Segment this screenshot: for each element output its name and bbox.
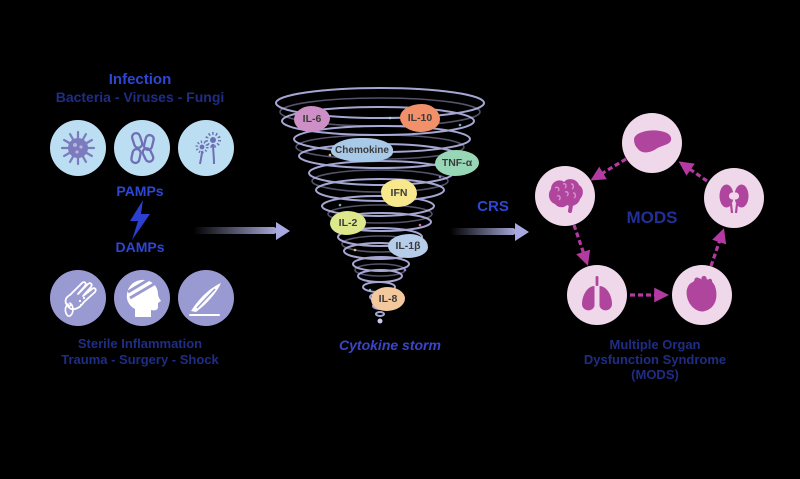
crs-label: CRS	[477, 198, 509, 215]
cytokine-blob-il8: IL-8	[371, 287, 405, 311]
burn-hand-icon	[64, 281, 97, 317]
surgery-circle	[178, 270, 234, 326]
lightning-bolt-icon	[130, 200, 150, 240]
virus-circle	[50, 120, 106, 176]
crs-arrow-head	[515, 223, 529, 241]
cytokine-blob-tnfa: TNF-α	[435, 150, 479, 176]
damps-label: DAMPs	[115, 239, 165, 255]
pamps-label: PAMPs	[116, 183, 164, 199]
fungi-icon	[195, 132, 221, 165]
sterile-subtitle: Trauma - Surgery - Shock	[61, 352, 219, 367]
mods-caption-line2: Dysfunction Syndrome	[583, 352, 727, 367]
left-arrow-shaft	[193, 227, 277, 234]
mods-center-label: MODS	[626, 208, 678, 227]
infection-title: Infection	[108, 71, 172, 88]
fungi-circle	[178, 120, 234, 176]
sterile-title: Sterile Inflammation	[77, 336, 203, 351]
brain-icon	[548, 179, 583, 213]
bacteria-icon	[130, 131, 155, 165]
liver-circle	[622, 113, 682, 173]
lungs-icon	[582, 276, 612, 311]
bacteria-circle	[114, 120, 170, 176]
cytokine-blob-il2: IL-2	[330, 211, 366, 235]
mods-caption-line1: Multiple Organ	[609, 337, 701, 352]
heart-circle	[672, 265, 732, 325]
mods-caption-line3: (MODS)	[631, 367, 679, 382]
lungs-circle	[567, 265, 627, 325]
cytokine-blob-il6: IL-6	[294, 106, 330, 132]
burn-circle	[50, 270, 106, 326]
left-arrow-head	[276, 222, 290, 240]
head-trauma-circle	[114, 270, 170, 326]
virus-icon	[60, 130, 96, 166]
cytokine-blob-chemokine: Chemokine	[331, 138, 393, 162]
cytokine-blob-ifn: IFN	[381, 179, 417, 207]
kidneys-icon	[719, 184, 749, 214]
cytokine-storm-caption: Cytokine storm	[339, 337, 441, 353]
surgery-scalpel-icon	[189, 283, 221, 316]
brain-circle	[535, 166, 595, 226]
cytokine-blob-il1b: IL-1β	[388, 234, 428, 258]
infection-subtitle: Bacteria - Viruses - Fungi	[55, 89, 225, 105]
heart-icon	[686, 275, 717, 312]
cytokine-blob-il10: IL-10	[400, 104, 440, 132]
crs-arrow-shaft	[450, 228, 516, 235]
liver-icon	[634, 130, 672, 153]
head-trauma-icon	[126, 278, 161, 317]
kidneys-circle	[704, 168, 764, 228]
